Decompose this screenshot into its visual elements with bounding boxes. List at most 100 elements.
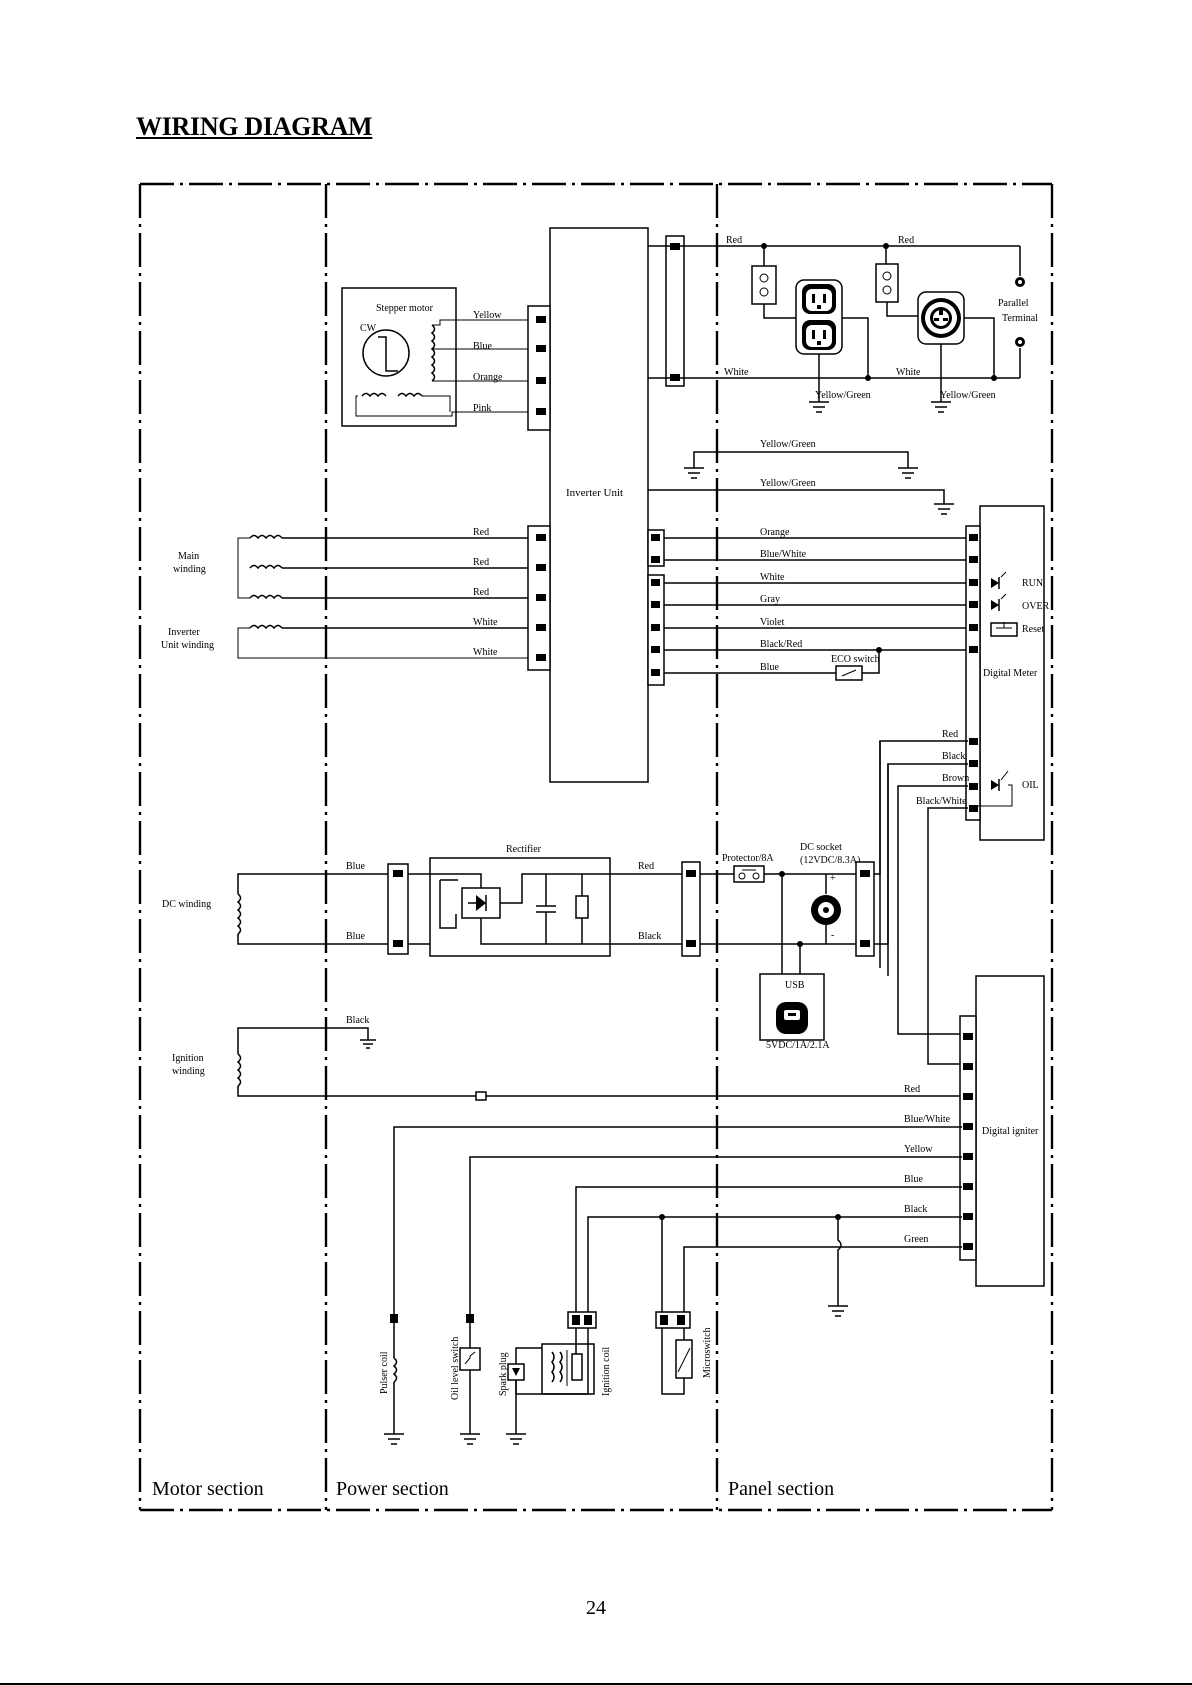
ignition-winding-label-1: Ignition xyxy=(172,1053,204,1064)
microswitch xyxy=(655,1311,693,1395)
ac-wire-white-left: White xyxy=(724,367,749,378)
dc-in-connector xyxy=(387,863,409,955)
microswitch-label: Microswitch xyxy=(702,1327,713,1378)
section-frame xyxy=(138,182,1054,1512)
dc-in-wire-blue-1: Blue xyxy=(346,861,365,872)
eco-switch xyxy=(835,650,880,681)
stepper-wire-pink: Pink xyxy=(473,403,491,414)
reset-button-icon xyxy=(990,622,1018,637)
digital-meter-connector xyxy=(965,525,981,821)
dc-socket-connector xyxy=(855,861,875,957)
motor-section-label: Motor section xyxy=(152,1478,264,1500)
dc-in-wire-blue-2: Blue xyxy=(346,931,365,942)
digital-meter-label: Digital Meter xyxy=(983,668,1038,679)
ground-wire-mid-1: Yellow/Green xyxy=(760,439,816,450)
meter-lower-wire-black: Black xyxy=(942,751,965,762)
main-winding-label-1: Main xyxy=(178,551,199,562)
dc-socket-label-1: DC socket xyxy=(800,842,842,853)
usb-label: USB xyxy=(785,980,805,991)
oil-level-switch xyxy=(459,1314,481,1445)
parallel-terminal-label-2: Terminal xyxy=(1002,313,1038,324)
eco-switch-label: ECO switch xyxy=(831,654,880,665)
igniter-wire-green: Green xyxy=(904,1234,928,1245)
meter-wire-gray: Gray xyxy=(760,594,780,605)
dc-winding-label: DC winding xyxy=(162,899,211,910)
page-number: 24 xyxy=(586,1597,606,1619)
run-label: RUN xyxy=(1022,578,1043,589)
igniter-wire-black: Black xyxy=(904,1204,927,1215)
spark-plug-label: Spark plug xyxy=(498,1352,509,1396)
dc-socket xyxy=(811,874,841,944)
stepper-cw-label: CW xyxy=(360,323,377,334)
ac-wire-white-right: White xyxy=(896,367,921,378)
run-led-icon xyxy=(991,571,1007,589)
main-wire-red-3: Red xyxy=(473,587,489,598)
igniter-wire-blue-white: Blue/White xyxy=(904,1114,951,1125)
ac-fuse-left xyxy=(751,246,796,319)
stepper-motor: Stepper motor CW xyxy=(341,287,538,427)
ac-fuse-right xyxy=(875,246,918,317)
stepper-wire-yellow: Yellow xyxy=(473,310,502,321)
stepper-motor-label: Stepper motor xyxy=(376,303,434,314)
stepper-connector xyxy=(527,305,551,431)
meter-wire-violet: Violet xyxy=(760,617,785,628)
ground-symbol-igniter xyxy=(828,1217,848,1317)
twist-lock-outlet xyxy=(917,291,995,413)
usb-port xyxy=(759,874,825,1041)
inverter-unit xyxy=(549,227,649,783)
over-label: OVER xyxy=(1022,601,1050,612)
parallel-terminal-label-1: Parallel xyxy=(998,298,1029,309)
meter-lower-wire-brown: Brown xyxy=(942,773,969,784)
meter-lower-wire-black-white: Black/White xyxy=(916,796,967,807)
meter-wire-orange: Orange xyxy=(760,527,790,538)
inverter-ground-wire xyxy=(648,489,954,515)
main-winding xyxy=(237,534,538,600)
igniter-wire-yellow: Yellow xyxy=(904,1144,933,1155)
unit-wire-white-2: White xyxy=(473,647,498,658)
ignition-winding-label-2: winding xyxy=(172,1066,205,1077)
rectifier-label: Rectifier xyxy=(506,844,542,855)
dc-out-wire-red: Red xyxy=(638,861,654,872)
main-wire-red-2: Red xyxy=(473,557,489,568)
meter-wire-black-red: Black/Red xyxy=(760,639,802,650)
dc-out-wire-black: Black xyxy=(638,931,661,942)
dc-socket-minus: - xyxy=(831,930,834,941)
inverter-unit-label: Inverter Unit xyxy=(566,487,623,499)
main-winding-label-2: winding xyxy=(173,564,206,575)
igniter-wire-blue: Blue xyxy=(904,1174,923,1185)
ignition-wire-black: Black xyxy=(346,1015,369,1026)
meter-wire-white: White xyxy=(760,572,785,583)
ac-wire-red-right: Red xyxy=(898,235,914,246)
ground-wire-outlet-left: Yellow/Green xyxy=(815,390,871,401)
dc-winding xyxy=(236,873,390,945)
bottom-rule xyxy=(0,1683,1192,1685)
unit-winding-label-2: Unit winding xyxy=(161,640,214,651)
spark-plug xyxy=(506,1347,544,1445)
oil-level-switch-label: Oil level switch xyxy=(450,1337,461,1400)
ac-wire-red-left: Red xyxy=(726,235,742,246)
digital-meter xyxy=(979,505,1045,841)
protector-label: Protector/8A xyxy=(722,853,774,864)
page-title: WIRING DIAGRAM xyxy=(136,112,373,141)
ac-output-connector xyxy=(665,235,685,387)
main-wire-red-1: Red xyxy=(473,527,489,538)
dc-socket-label-2: (12VDC/8.3A) xyxy=(800,855,860,866)
dc-out-connector xyxy=(681,861,701,957)
rectifier xyxy=(429,857,682,957)
inverter-unit-winding xyxy=(237,624,538,659)
unit-wire-white-1: White xyxy=(473,617,498,628)
dc-socket-plus: + xyxy=(830,873,836,884)
usb-rating-label: 5VDC/1A/2.1A xyxy=(766,1040,830,1051)
unit-winding-label-1: Inverter xyxy=(168,627,200,638)
oil-label: OIL xyxy=(1022,780,1039,791)
meter-lower-wire-red: Red xyxy=(942,729,958,740)
pulser-coil xyxy=(384,1314,404,1445)
digital-igniter xyxy=(975,975,1045,1287)
ground-wire-outlet-right: Yellow/Green xyxy=(940,390,996,401)
stepper-wire-blue: Blue xyxy=(473,341,492,352)
power-section-label: Power section xyxy=(336,1478,449,1500)
ground-wire-mid-2: Yellow/Green xyxy=(760,478,816,489)
ignition-winding xyxy=(236,1027,962,1101)
pulser-coil-label: Pulser coil xyxy=(379,1351,390,1394)
